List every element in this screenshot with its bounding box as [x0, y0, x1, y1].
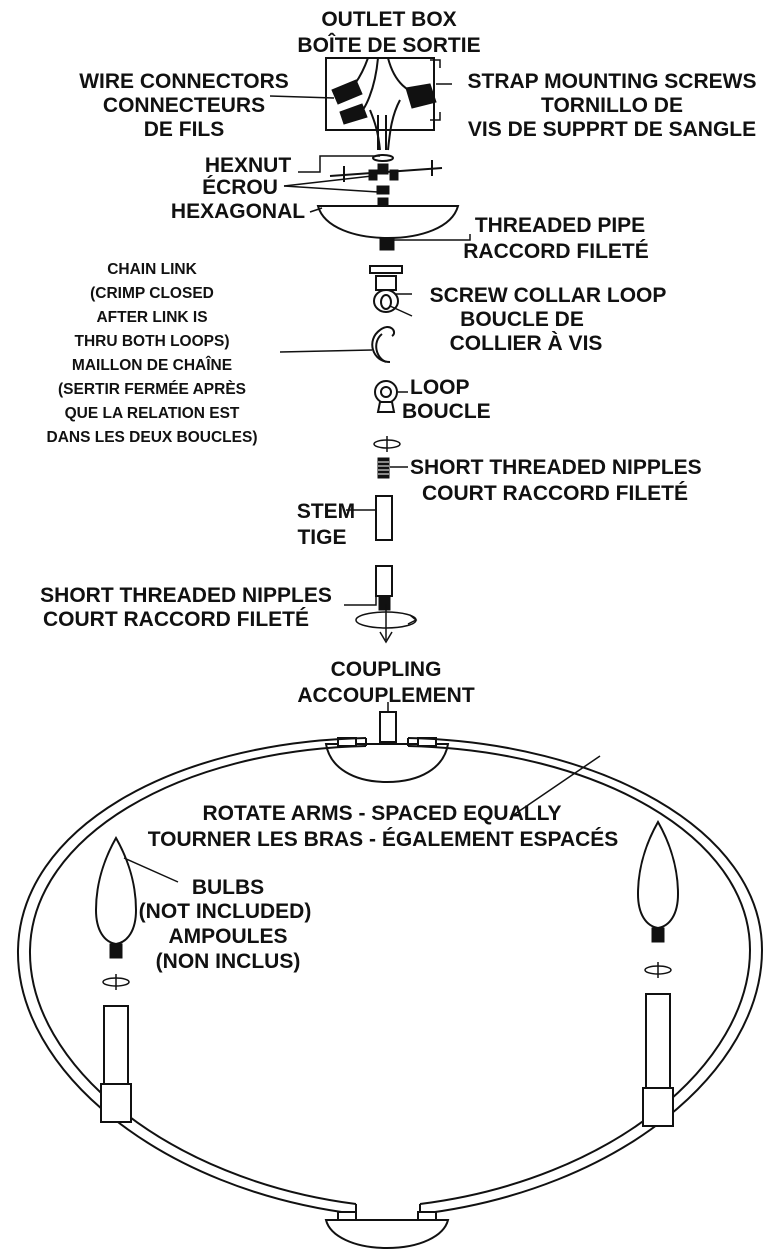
label-line: CHAIN LINK	[107, 261, 197, 278]
label-line: STEM	[297, 500, 355, 523]
label-line: TIGE	[297, 526, 346, 549]
label-line: DE FILS	[144, 118, 225, 141]
label-outlet-box: OUTLET BOX BOÎTE DE SORTIE	[297, 8, 480, 57]
label-strap-screws: STRAP MOUNTING SCREWS TORNILLO DE VIS DE…	[468, 70, 757, 141]
label-coupling: COUPLING ACCOUPLEMENT	[297, 658, 475, 707]
label-line: (CRIMP CLOSED	[90, 285, 214, 302]
socket-left	[100, 1005, 132, 1123]
label-line: THREADED PIPE	[475, 214, 645, 237]
label-line: COURT RACCORD FILETÉ	[422, 482, 688, 505]
label-line: AMPOULES	[168, 925, 287, 948]
label-line: LOOP	[410, 376, 470, 399]
label-chain-link: CHAIN LINK (CRIMP CLOSED AFTER LINK IS T…	[47, 261, 258, 446]
label-line: SHORT THREADED NIPPLES	[410, 456, 702, 479]
rotate-arrow-icon	[355, 604, 418, 644]
label-line: (NON INCLUS)	[156, 950, 301, 973]
label-line: TORNILLO DE	[541, 94, 683, 117]
label-line: COURT RACCORD FILETÉ	[43, 608, 309, 631]
label-line: MAILLON DE CHAÎNE	[72, 356, 232, 374]
label-line: SHORT THREADED NIPPLES	[40, 584, 332, 607]
label-wire-connectors: WIRE CONNECTORS CONNECTEURS DE FILS	[79, 70, 289, 141]
label-line: BOUCLE DE	[460, 308, 584, 331]
label-threaded-pipe: THREADED PIPE RACCORD FILETÉ	[463, 214, 649, 263]
label-hexnut: HEXNUT ÉCROU HEXAGONAL	[171, 154, 305, 223]
canopy	[316, 205, 460, 251]
label-line: (SERTIR FERMÉE APRÈS	[58, 381, 246, 398]
label-short-nipples-top: SHORT THREADED NIPPLES COURT RACCORD FIL…	[410, 456, 702, 505]
socket-right	[642, 993, 674, 1127]
label-line: WIRE CONNECTORS	[79, 70, 289, 93]
label-line: BOÎTE DE SORTIE	[297, 33, 480, 57]
label-loop: LOOP BOUCLE	[402, 376, 491, 423]
label-line: TOURNER LES BRAS - ÉGALEMENT ESPACÉS	[148, 828, 619, 851]
bottom-hub	[324, 1211, 450, 1250]
label-line: CONNECTEURS	[103, 94, 265, 117]
label-line: ROTATE ARMS - SPACED EQUALLY	[203, 802, 562, 825]
label-line: (NOT INCLUDED)	[139, 900, 312, 923]
label-screw-collar-loop: SCREW COLLAR LOOP BOUCLE DE COLLIER À VI…	[430, 284, 667, 355]
loop	[374, 380, 398, 413]
label-rotate-arms: ROTATE ARMS - SPACED EQUALLY TOURNER LES…	[148, 802, 619, 851]
bulb-left-icon	[94, 835, 138, 990]
rotation-marker-icon	[373, 436, 401, 452]
lower-stem	[375, 565, 393, 611]
label-line: BULBS	[192, 876, 264, 899]
outlet-box	[325, 57, 441, 151]
bulb-right-icon	[636, 819, 680, 978]
leader-lines	[123, 83, 601, 883]
chain-link	[371, 326, 396, 363]
label-line: RACCORD FILETÉ	[463, 240, 649, 263]
label-line: COUPLING	[331, 658, 442, 681]
label-stem: STEM TIGE	[297, 500, 355, 549]
label-line: QUE LA RELATION EST	[65, 405, 240, 422]
arm-ring	[16, 737, 764, 1215]
label-line: OUTLET BOX	[321, 8, 456, 31]
label-short-nipples-bottom: SHORT THREADED NIPPLES COURT RACCORD FIL…	[40, 584, 332, 631]
label-line: VIS DE SUPPRT DE SANGLE	[468, 118, 756, 141]
label-line: STRAP MOUNTING SCREWS	[468, 70, 757, 93]
short-threaded-nipple	[377, 457, 390, 479]
label-line: AFTER LINK IS	[96, 309, 207, 326]
mounting-strap	[329, 154, 443, 207]
screw-collar-loop	[369, 265, 403, 313]
label-line: COLLIER À VIS	[450, 332, 603, 355]
label-line: HEXAGONAL	[171, 200, 305, 223]
label-line: DANS LES DEUX BOUCLES)	[47, 429, 258, 446]
label-bulbs: BULBS (NOT INCLUDED) AMPOULES (NON INCLU…	[139, 876, 312, 973]
label-line: HEXNUT	[205, 154, 292, 177]
wire-connector-icon	[331, 79, 437, 125]
label-line: THRU BOTH LOOPS)	[75, 333, 230, 350]
label-line: BOUCLE	[402, 400, 491, 423]
label-line: ACCOUPLEMENT	[297, 684, 475, 707]
label-line: SCREW COLLAR LOOP	[430, 284, 667, 307]
stem	[375, 495, 393, 541]
label-line: ÉCROU	[202, 176, 278, 199]
